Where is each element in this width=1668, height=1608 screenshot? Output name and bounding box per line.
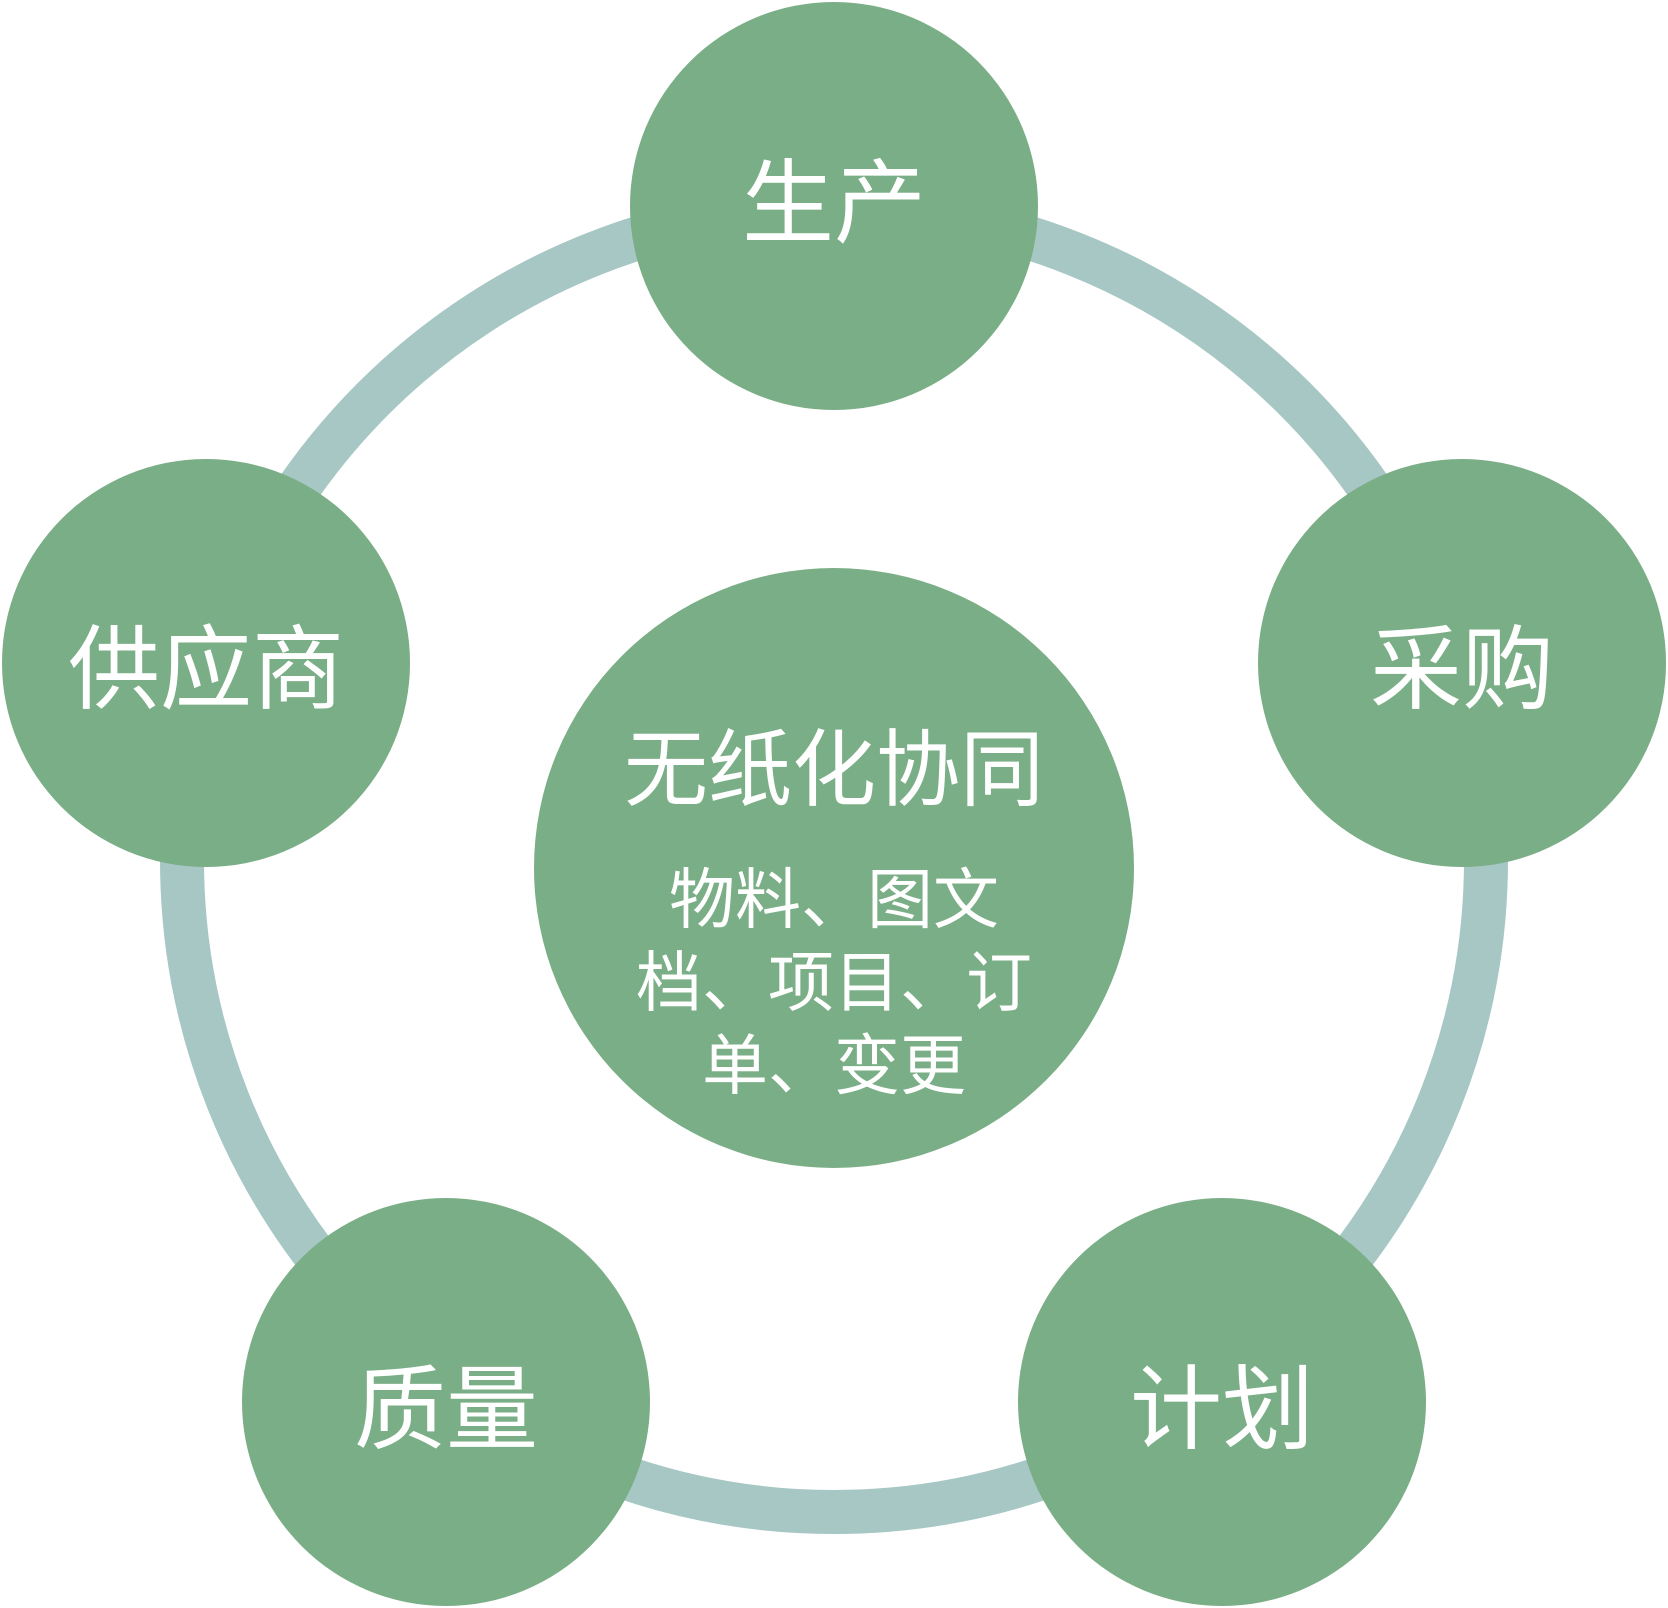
node-quality-circle bbox=[242, 1198, 650, 1606]
center-hub: 无纸化协同 物料、图文 档、项目、订 单、变更 bbox=[534, 568, 1134, 1168]
node-planning: 计划 bbox=[1018, 1198, 1426, 1606]
center-hub-subtitle-line-2: 档、项目、订 bbox=[636, 945, 1032, 1022]
node-production: 生产 bbox=[630, 2, 1038, 410]
center-hub-title: 无纸化协同 bbox=[624, 721, 1044, 819]
node-production-circle bbox=[630, 2, 1038, 410]
center-hub-subtitle-line-1: 物料、图文 bbox=[669, 862, 999, 939]
node-purchasing-label: 采购 bbox=[1370, 617, 1554, 724]
node-supplier-circle bbox=[2, 459, 410, 867]
node-quality-label: 质量 bbox=[354, 1357, 538, 1464]
center-hub-circle bbox=[534, 568, 1134, 1168]
node-quality: 质量 bbox=[242, 1198, 650, 1606]
node-purchasing-circle bbox=[1258, 459, 1666, 867]
node-purchasing: 采购 bbox=[1258, 459, 1666, 867]
center-hub-subtitle-line-3: 单、变更 bbox=[702, 1028, 966, 1105]
node-planning-label: 计划 bbox=[1130, 1357, 1314, 1464]
node-supplier: 供应商 bbox=[2, 459, 410, 867]
node-planning-circle bbox=[1018, 1198, 1426, 1606]
node-supplier-label: 供应商 bbox=[68, 617, 344, 724]
node-production-label: 生产 bbox=[742, 151, 926, 258]
